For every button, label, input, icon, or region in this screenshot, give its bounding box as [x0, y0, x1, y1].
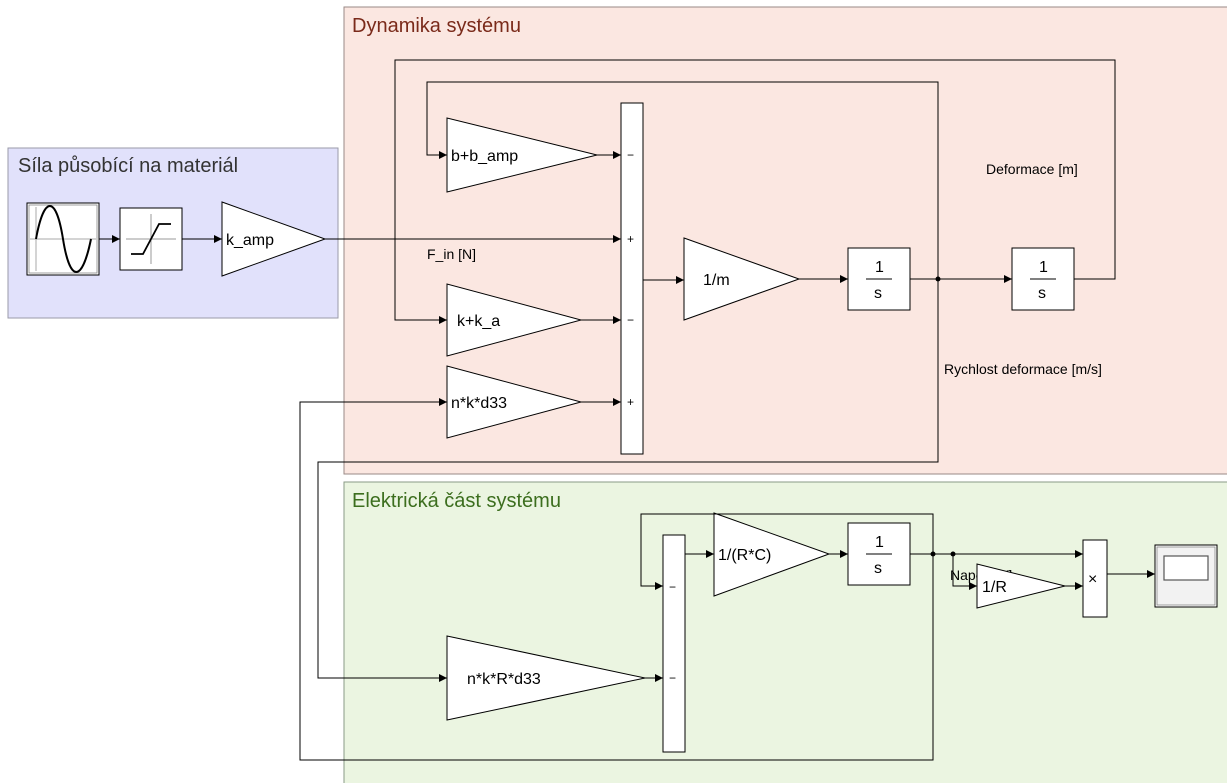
- gain-b-label: b+b_amp: [451, 148, 518, 165]
- integrator-voltage[interactable]: 1 s: [847, 522, 911, 586]
- sine-wave-block[interactable]: [26, 202, 100, 276]
- gain-b[interactable]: b+b_amp: [446, 117, 598, 193]
- saturation-icon: [131, 223, 171, 255]
- integrator-voltage-den: s: [874, 560, 882, 577]
- gain-k-amp-label: k_amp: [226, 232, 274, 249]
- gain-1m-label: 1/m: [703, 272, 730, 289]
- signal-f-in-label: F_in [N]: [427, 246, 476, 262]
- integrator-voltage-num: 1: [875, 534, 884, 551]
- gain-n-mech[interactable]: n*k*d33: [446, 365, 583, 439]
- gain-k-label: k+k_a: [457, 313, 500, 330]
- signal-velocity-label: Rychlost deformace [m/s]: [944, 361, 1102, 377]
- integrator-deformation-den: s: [1038, 285, 1046, 302]
- gain-rc-label: 1/(R*C): [718, 547, 771, 564]
- integrator-deformation-num: 1: [1039, 259, 1048, 276]
- scope-screen-icon: [1163, 555, 1209, 581]
- sum-mech-sign-2: +: [627, 232, 634, 246]
- product-block[interactable]: ×: [1082, 539, 1108, 618]
- sum-mech-sign-1: −: [627, 148, 634, 162]
- sum-mech-sign-3: −: [627, 313, 634, 327]
- integrator-velocity[interactable]: 1 s: [847, 247, 911, 311]
- gain-rc[interactable]: 1/(R*C): [713, 512, 831, 597]
- integrator-deformation[interactable]: 1 s: [1011, 247, 1075, 311]
- scope-block[interactable]: [1154, 544, 1218, 608]
- gain-1m[interactable]: 1/m: [683, 237, 801, 321]
- sine-wave-icon: [35, 205, 92, 273]
- gain-n-el[interactable]: n*k*R*d33: [446, 635, 646, 721]
- gain-1r-label: 1/R: [982, 579, 1007, 596]
- integrator-velocity-num: 1: [875, 259, 884, 276]
- product-symbol: ×: [1088, 571, 1097, 588]
- gain-1r[interactable]: 1/R: [976, 563, 1066, 609]
- sum-mech-sign-4: +: [627, 395, 634, 409]
- gain-n-mech-label: n*k*d33: [451, 395, 507, 412]
- sum-el-sign-1: −: [669, 580, 676, 594]
- saturation-block[interactable]: [119, 207, 183, 271]
- sum-block-el[interactable]: − −: [662, 534, 686, 753]
- area-electrical-title: Elektrická část systému: [352, 490, 561, 512]
- gain-k-amp[interactable]: k_amp: [221, 201, 327, 277]
- sum-el-sign-2: −: [669, 671, 676, 685]
- sum-block-mech[interactable]: − + − +: [620, 102, 644, 455]
- area-dynamics-title: Dynamika systému: [352, 15, 521, 37]
- gain-n-el-label: n*k*R*d33: [467, 671, 541, 688]
- integrator-velocity-den: s: [874, 285, 882, 302]
- area-force-title: Síla působící na materiál: [18, 155, 238, 177]
- signal-deformation-label: Deformace [m]: [986, 161, 1078, 177]
- area-electrical: [343, 481, 1227, 783]
